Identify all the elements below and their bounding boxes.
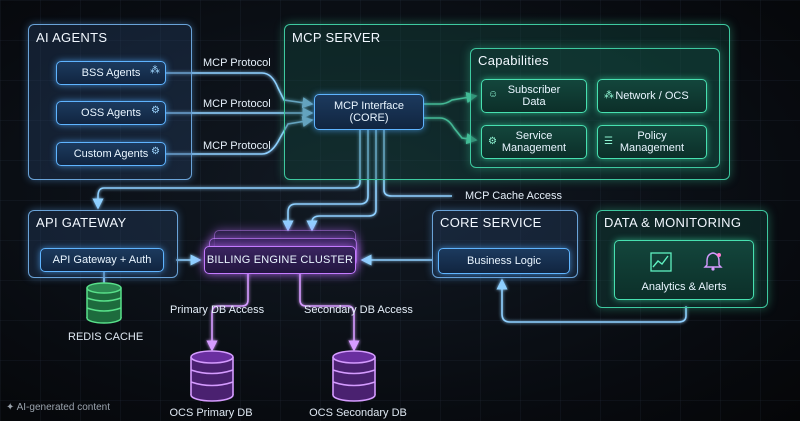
network-icon: ⁂: [150, 65, 160, 76]
redis-cache-icon: [86, 282, 122, 324]
analytics-alerts-label: Analytics & Alerts: [641, 281, 727, 293]
api-gateway-auth-label: API Gateway + Auth: [52, 254, 152, 266]
mcp-to-cache-line: [383, 130, 452, 197]
ocs-primary-db-caption: OCS Primary DB: [169, 407, 253, 419]
line-chart-icon: [650, 252, 672, 272]
ocs-secondary-db-icon[interactable]: [330, 350, 378, 402]
bell-alert-icon: [703, 252, 723, 271]
capability-policy-management[interactable]: ☰ Policy Management: [597, 125, 707, 159]
billing-engine-cluster-node[interactable]: BILLING ENGINE CLUSTER: [204, 246, 356, 274]
ai-generated-note: ✦ AI-generated content: [6, 402, 110, 413]
mcp-to-gateway-line: [92, 130, 361, 210]
mcp-interface-node[interactable]: MCP Interface (CORE): [314, 94, 424, 130]
oss-agents-label: OSS Agents: [81, 107, 141, 119]
network-line1: Network / OCS: [615, 90, 689, 102]
cluster-to-primary-line: [206, 272, 249, 352]
checklist-icon: ☰: [604, 136, 613, 147]
custom-agents-label: Custom Agents: [73, 148, 149, 160]
capability-network-ocs[interactable]: ⁂ Network / OCS: [597, 79, 707, 113]
mcp-to-cluster-line-2: [306, 130, 377, 232]
service-line2: Management: [501, 142, 567, 154]
cluster-to-secondary-line: [299, 272, 360, 352]
mcp-to-cluster-line-1: [282, 130, 369, 232]
service-line1: Service: [515, 130, 553, 142]
gear-icon: ⚙: [151, 146, 160, 157]
secondary-db-access-label: Secondary DB Access: [304, 304, 413, 316]
mcp-to-service-line: [424, 117, 478, 145]
ai-agents-title: AI AGENTS: [36, 30, 108, 45]
policy-line2: Management: [619, 142, 685, 154]
api-gateway-auth-node[interactable]: API Gateway + Auth: [40, 248, 164, 272]
data-monitoring-title: DATA & MONITORING: [604, 215, 742, 230]
capability-service-management[interactable]: ⚙ Service Management: [481, 125, 587, 159]
oss-agents-node[interactable]: OSS Agents ⚙: [56, 101, 166, 125]
api-gateway-title: API GATEWAY: [36, 215, 127, 230]
sparkle-icon: ✦: [6, 402, 17, 413]
policy-line1: Policy: [637, 130, 667, 142]
network-icon: ⁂: [604, 90, 614, 101]
billing-cluster-label: BILLING ENGINE CLUSTER: [206, 254, 354, 266]
analytics-to-core-line: [496, 278, 687, 323]
bss-agents-label: BSS Agents: [81, 67, 141, 79]
gear-icon: ⚙: [151, 105, 160, 116]
ai-generated-label: AI-generated content: [16, 402, 111, 413]
bss-to-mcp-line: [166, 72, 314, 109]
protocol-label-3: MCP Protocol: [203, 140, 271, 152]
mcp-cache-access-label: MCP Cache Access: [465, 190, 563, 202]
subscriber-line1: Subscriber: [507, 84, 561, 96]
mcp-interface-line1: MCP Interface: [333, 100, 405, 112]
person-icon: ☺: [488, 89, 499, 100]
capabilities-title: Capabilities: [478, 53, 549, 68]
redis-cache-caption: REDIS CACHE: [68, 331, 144, 343]
analytics-alerts-node[interactable]: Analytics & Alerts: [614, 240, 754, 300]
mcp-server-title: MCP SERVER: [292, 30, 381, 45]
ocs-primary-db-icon[interactable]: [188, 350, 236, 402]
business-logic-node[interactable]: Business Logic: [438, 248, 570, 274]
core-service-title: CORE SERVICE: [440, 215, 542, 230]
mcp-to-subscriber-line: [424, 92, 478, 105]
protocol-label-2: MCP Protocol: [203, 98, 271, 110]
custom-agents-node[interactable]: Custom Agents ⚙: [56, 142, 166, 166]
protocol-label-1: MCP Protocol: [203, 57, 271, 69]
ocs-secondary-db-caption: OCS Secondary DB: [309, 407, 407, 419]
gear-icon: ⚙: [488, 136, 497, 147]
mcp-interface-line2: (CORE): [349, 112, 389, 124]
primary-db-access-label: Primary DB Access: [170, 304, 265, 316]
custom-to-mcp-line: [166, 116, 314, 155]
business-logic-label: Business Logic: [467, 255, 541, 267]
bss-agents-node[interactable]: BSS Agents ⁂: [56, 61, 166, 85]
capability-subscriber-data[interactable]: ☺ Subscriber Data: [481, 79, 587, 113]
subscriber-line2: Data: [522, 96, 546, 108]
